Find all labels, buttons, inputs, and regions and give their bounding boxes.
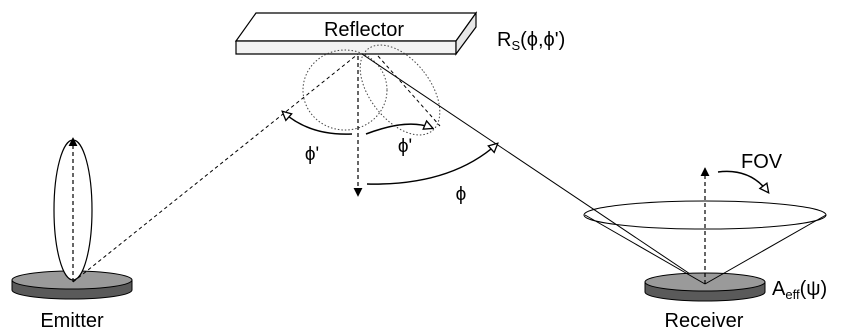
- phi-prime-left-arc: [283, 112, 353, 135]
- phi-prime-right-arc: [365, 124, 432, 135]
- effective-area-args: (ψ): [800, 278, 828, 300]
- incident-ray: [72, 53, 359, 283]
- phi-label: ϕ: [456, 184, 467, 205]
- reflectance-sub: S: [511, 38, 520, 53]
- effective-area-main: A: [772, 278, 786, 300]
- effective-area-label: Aeff(ψ): [772, 278, 827, 302]
- phi-prime-right-label: ϕ': [398, 136, 412, 157]
- reflectance-main: R: [497, 29, 511, 51]
- fov-label: FOV: [741, 151, 783, 173]
- reflector-label: Reflector: [324, 19, 404, 41]
- phi-prime-left-label: ϕ': [305, 144, 319, 165]
- specular-ray: [377, 55, 441, 127]
- fov-arc: [717, 170, 768, 192]
- receiver-label: Receiver: [665, 310, 744, 331]
- reflector-slab: [234, 11, 478, 56]
- phi-arc: [366, 144, 497, 185]
- receiver-base: [644, 272, 766, 302]
- reflectance-args: (ϕ,ϕ'): [520, 29, 565, 51]
- emitter-label: Emitter: [40, 310, 104, 331]
- scattering-lobes: [302, 44, 441, 136]
- reflectance-label: RS(ϕ,ϕ'): [497, 29, 565, 53]
- receiver-fov-cone: [583, 200, 827, 285]
- reflected-ray: [361, 53, 706, 285]
- effective-area-sub: eff: [785, 287, 800, 302]
